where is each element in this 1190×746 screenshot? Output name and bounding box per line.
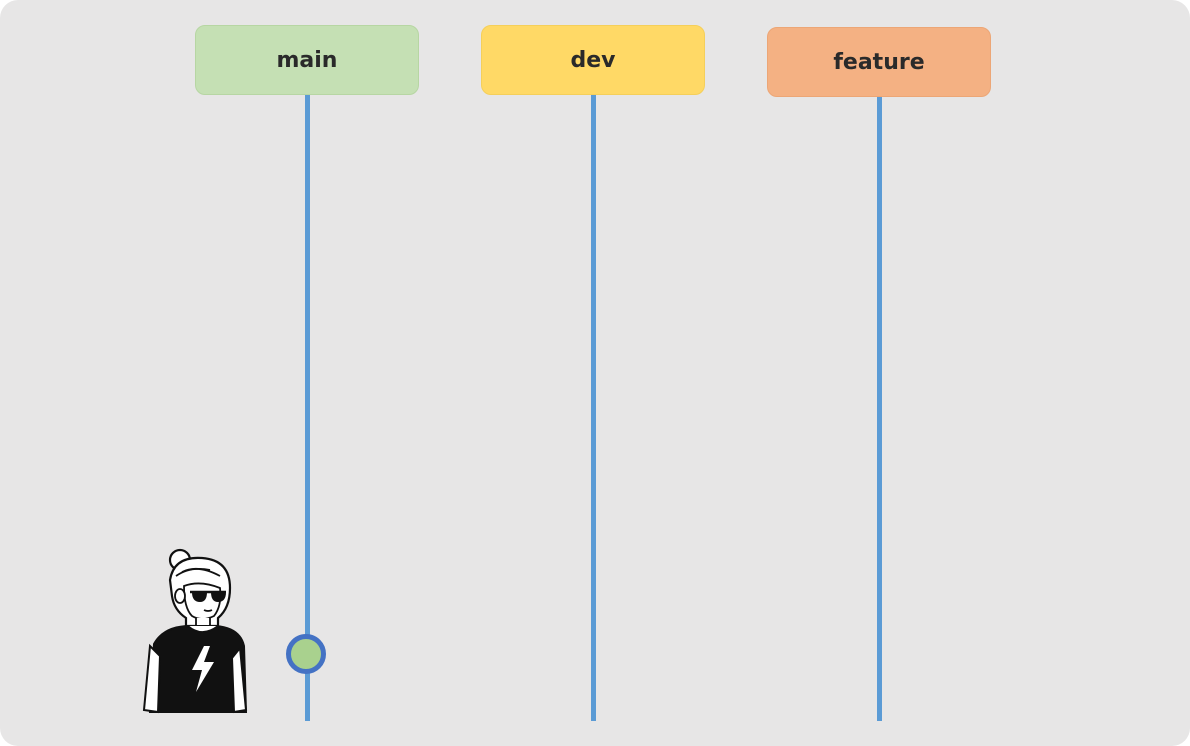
- branch-line-main: [305, 92, 310, 721]
- branch-label-feature: feature: [767, 27, 991, 97]
- branch-label-main: main: [195, 25, 419, 95]
- commit-node-main: [286, 634, 326, 674]
- developer-avatar-icon: [142, 548, 248, 714]
- branch-label-feature-text: feature: [833, 49, 925, 75]
- branch-label-dev: dev: [481, 25, 705, 95]
- branch-line-feature: [877, 92, 882, 721]
- branch-label-main-text: main: [276, 47, 338, 73]
- branch-line-dev: [591, 92, 596, 721]
- branch-label-dev-text: dev: [570, 47, 616, 73]
